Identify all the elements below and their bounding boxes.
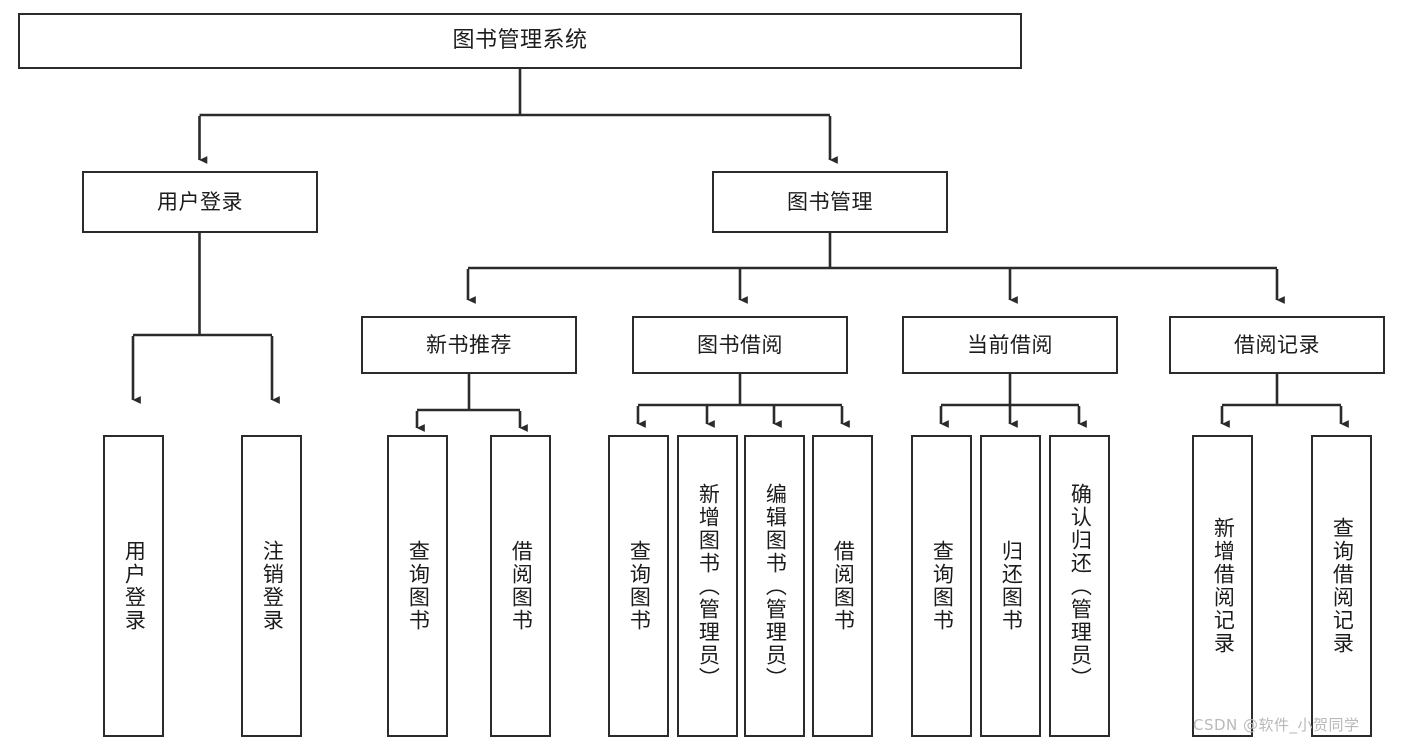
node-leaf-logout-login[interactable]: 注销登录 [241, 435, 302, 737]
node-leaf-borrow-book-2-label: 借阅图书 [831, 540, 856, 632]
node-leaf-edit-book-label: 编辑图书（管理员） [763, 482, 788, 690]
node-book-manage-label: 图书管理 [787, 189, 873, 214]
node-leaf-query-book-3[interactable]: 查询图书 [911, 435, 972, 737]
node-book-manage[interactable]: 图书管理 [712, 171, 948, 233]
node-root-label: 图书管理系统 [452, 28, 588, 54]
node-leaf-query-record-label: 查询借阅记录 [1330, 517, 1355, 655]
node-root[interactable]: 图书管理系统 [18, 13, 1022, 69]
node-new-book-recommend-label: 新书推荐 [426, 332, 512, 357]
node-borrow-record[interactable]: 借阅记录 [1169, 316, 1385, 374]
node-current-borrow-label: 当前借阅 [967, 332, 1053, 357]
node-book-borrow[interactable]: 图书借阅 [632, 316, 848, 374]
node-leaf-borrow-book-1-label: 借阅图书 [509, 540, 534, 632]
node-leaf-return-book[interactable]: 归还图书 [980, 435, 1041, 737]
node-leaf-query-book-2-label: 查询图书 [627, 540, 652, 632]
node-leaf-query-book-2[interactable]: 查询图书 [608, 435, 669, 737]
watermark: CSDN @软件_小贺同学 [1193, 716, 1360, 734]
node-new-book-recommend[interactable]: 新书推荐 [361, 316, 577, 374]
node-leaf-add-book-label: 新增图书（管理员） [696, 482, 721, 690]
node-current-borrow[interactable]: 当前借阅 [902, 316, 1118, 374]
node-leaf-query-book-1-label: 查询图书 [406, 540, 431, 632]
node-leaf-user-login[interactable]: 用户登录 [103, 435, 164, 737]
node-leaf-user-login-label: 用户登录 [122, 540, 147, 632]
node-borrow-record-label: 借阅记录 [1234, 332, 1320, 357]
node-leaf-logout-login-label: 注销登录 [260, 540, 285, 632]
node-book-borrow-label: 图书借阅 [697, 332, 783, 357]
node-leaf-add-book[interactable]: 新增图书（管理员） [677, 435, 738, 737]
node-leaf-edit-book[interactable]: 编辑图书（管理员） [744, 435, 805, 737]
node-leaf-return-book-label: 归还图书 [999, 540, 1024, 632]
node-leaf-confirm-return-label: 确认归还（管理员） [1068, 482, 1093, 690]
node-leaf-confirm-return[interactable]: 确认归还（管理员） [1049, 435, 1110, 737]
node-leaf-query-book-1[interactable]: 查询图书 [387, 435, 448, 737]
node-leaf-query-record[interactable]: 查询借阅记录 [1311, 435, 1372, 737]
node-user-login-label: 用户登录 [157, 189, 243, 214]
node-leaf-borrow-book-1[interactable]: 借阅图书 [490, 435, 551, 737]
node-leaf-query-book-3-label: 查询图书 [930, 540, 955, 632]
node-user-login[interactable]: 用户登录 [82, 171, 318, 233]
node-leaf-add-record[interactable]: 新增借阅记录 [1192, 435, 1253, 737]
node-leaf-borrow-book-2[interactable]: 借阅图书 [812, 435, 873, 737]
node-leaf-add-record-label: 新增借阅记录 [1211, 517, 1236, 655]
